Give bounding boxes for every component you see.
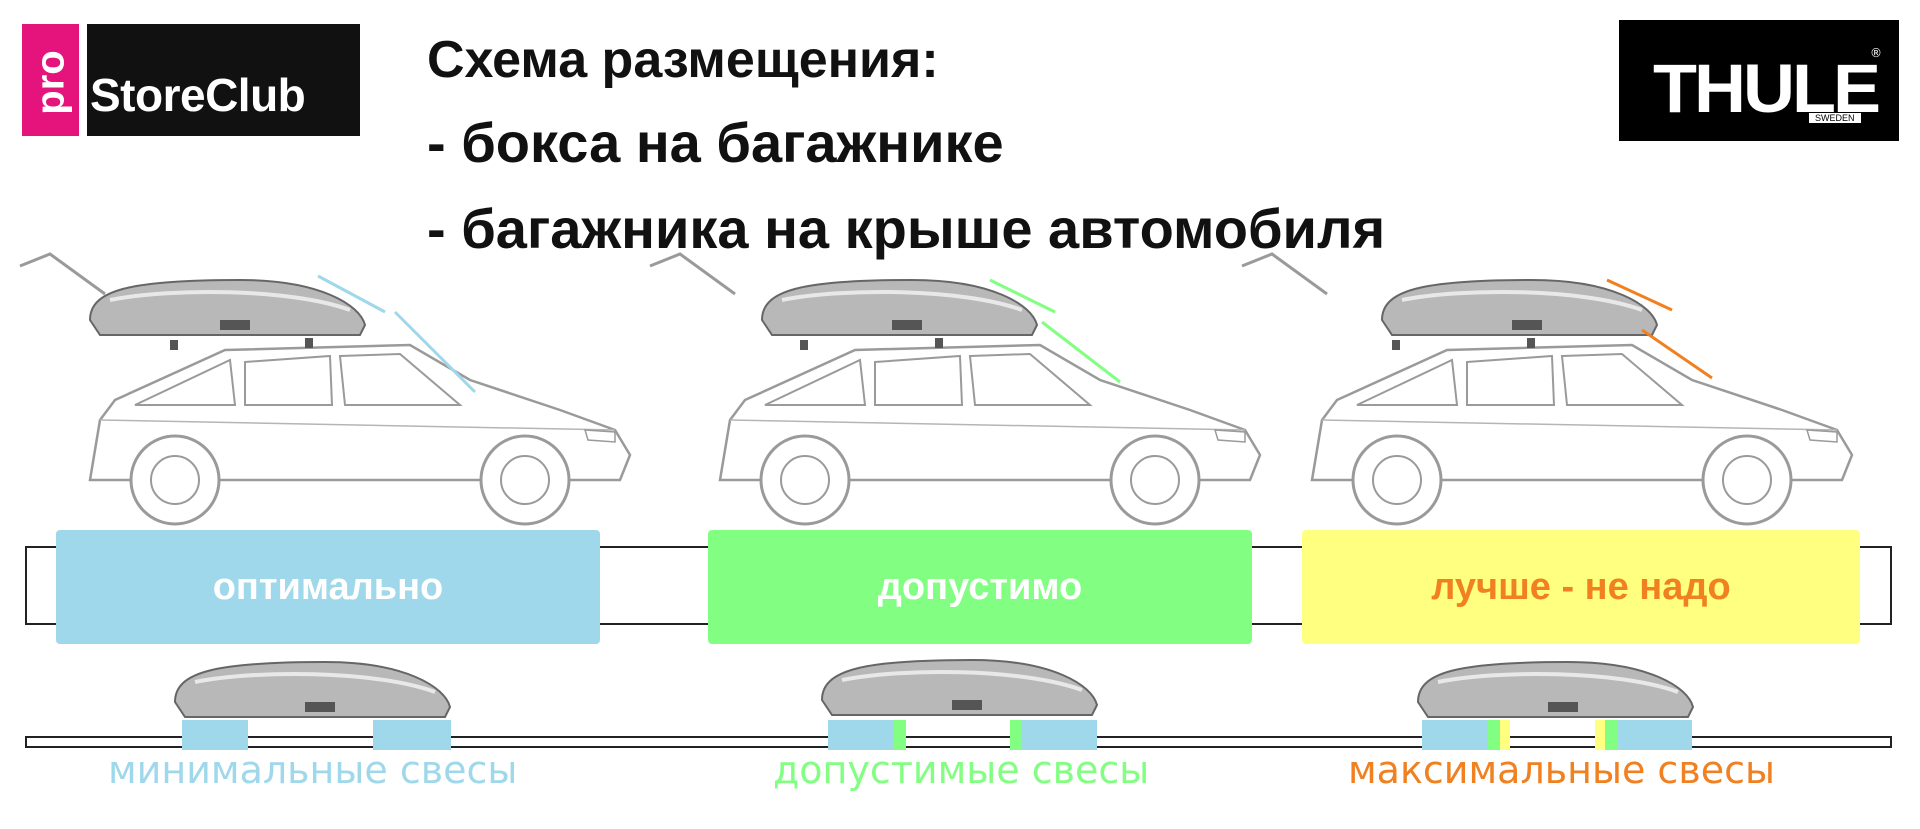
zone-acceptable-label: допустимо: [877, 565, 1083, 608]
overhang-3b-ext2: [1595, 720, 1605, 750]
overhang-3a-ext: [1488, 720, 1500, 750]
caption-minimal: минимальные свесы: [108, 748, 518, 792]
zone-not-recommended-label: лучше - не надо: [1431, 565, 1731, 608]
overhang-2a: [828, 720, 894, 750]
overhang-3b-ext: [1605, 720, 1617, 750]
storeclub-logo: pro StoreClub: [22, 24, 360, 136]
zone-optimal: оптимально: [56, 530, 600, 644]
thule-logo: THULE ® SWEDEN: [1619, 20, 1899, 141]
storeclub-text: StoreClub: [90, 69, 306, 121]
caption-acceptable: допустимые свесы: [773, 748, 1150, 792]
title-line-1: Схема размещения:: [427, 31, 939, 89]
overhang-1b: [373, 720, 451, 750]
sweden-tag: SWEDEN: [1809, 113, 1861, 123]
overhang-3b: [1617, 720, 1692, 750]
pro-strip: [22, 24, 79, 136]
overhang-2b: [1022, 720, 1097, 750]
registered-mark: ®: [1870, 46, 1882, 60]
car-1: [18, 252, 632, 526]
overhang-1a: [182, 720, 248, 750]
overhang-2a-ext: [894, 720, 906, 750]
overhang-2b-ext: [1010, 720, 1022, 750]
title-line-2: - бокса на багажнике: [427, 111, 1004, 174]
zone-optimal-label: оптимально: [212, 565, 444, 608]
overhang-3a: [1422, 720, 1488, 750]
box-1: [173, 660, 452, 719]
zone-not-recommended: лучше - не надо: [1302, 530, 1860, 644]
car-3: [1240, 252, 1854, 526]
caption-maximal: максимальные свесы: [1348, 748, 1775, 792]
overhang-3a-ext2: [1500, 720, 1510, 750]
car-illustrations: [18, 252, 1854, 526]
logo-separator: [79, 24, 87, 136]
car-2: [648, 252, 1262, 526]
box-2: [820, 658, 1099, 717]
zone-acceptable: допустимо: [708, 530, 1252, 644]
title-line-3: - багажника на крыше автомобиля: [427, 197, 1386, 260]
box-3: [1416, 660, 1695, 719]
